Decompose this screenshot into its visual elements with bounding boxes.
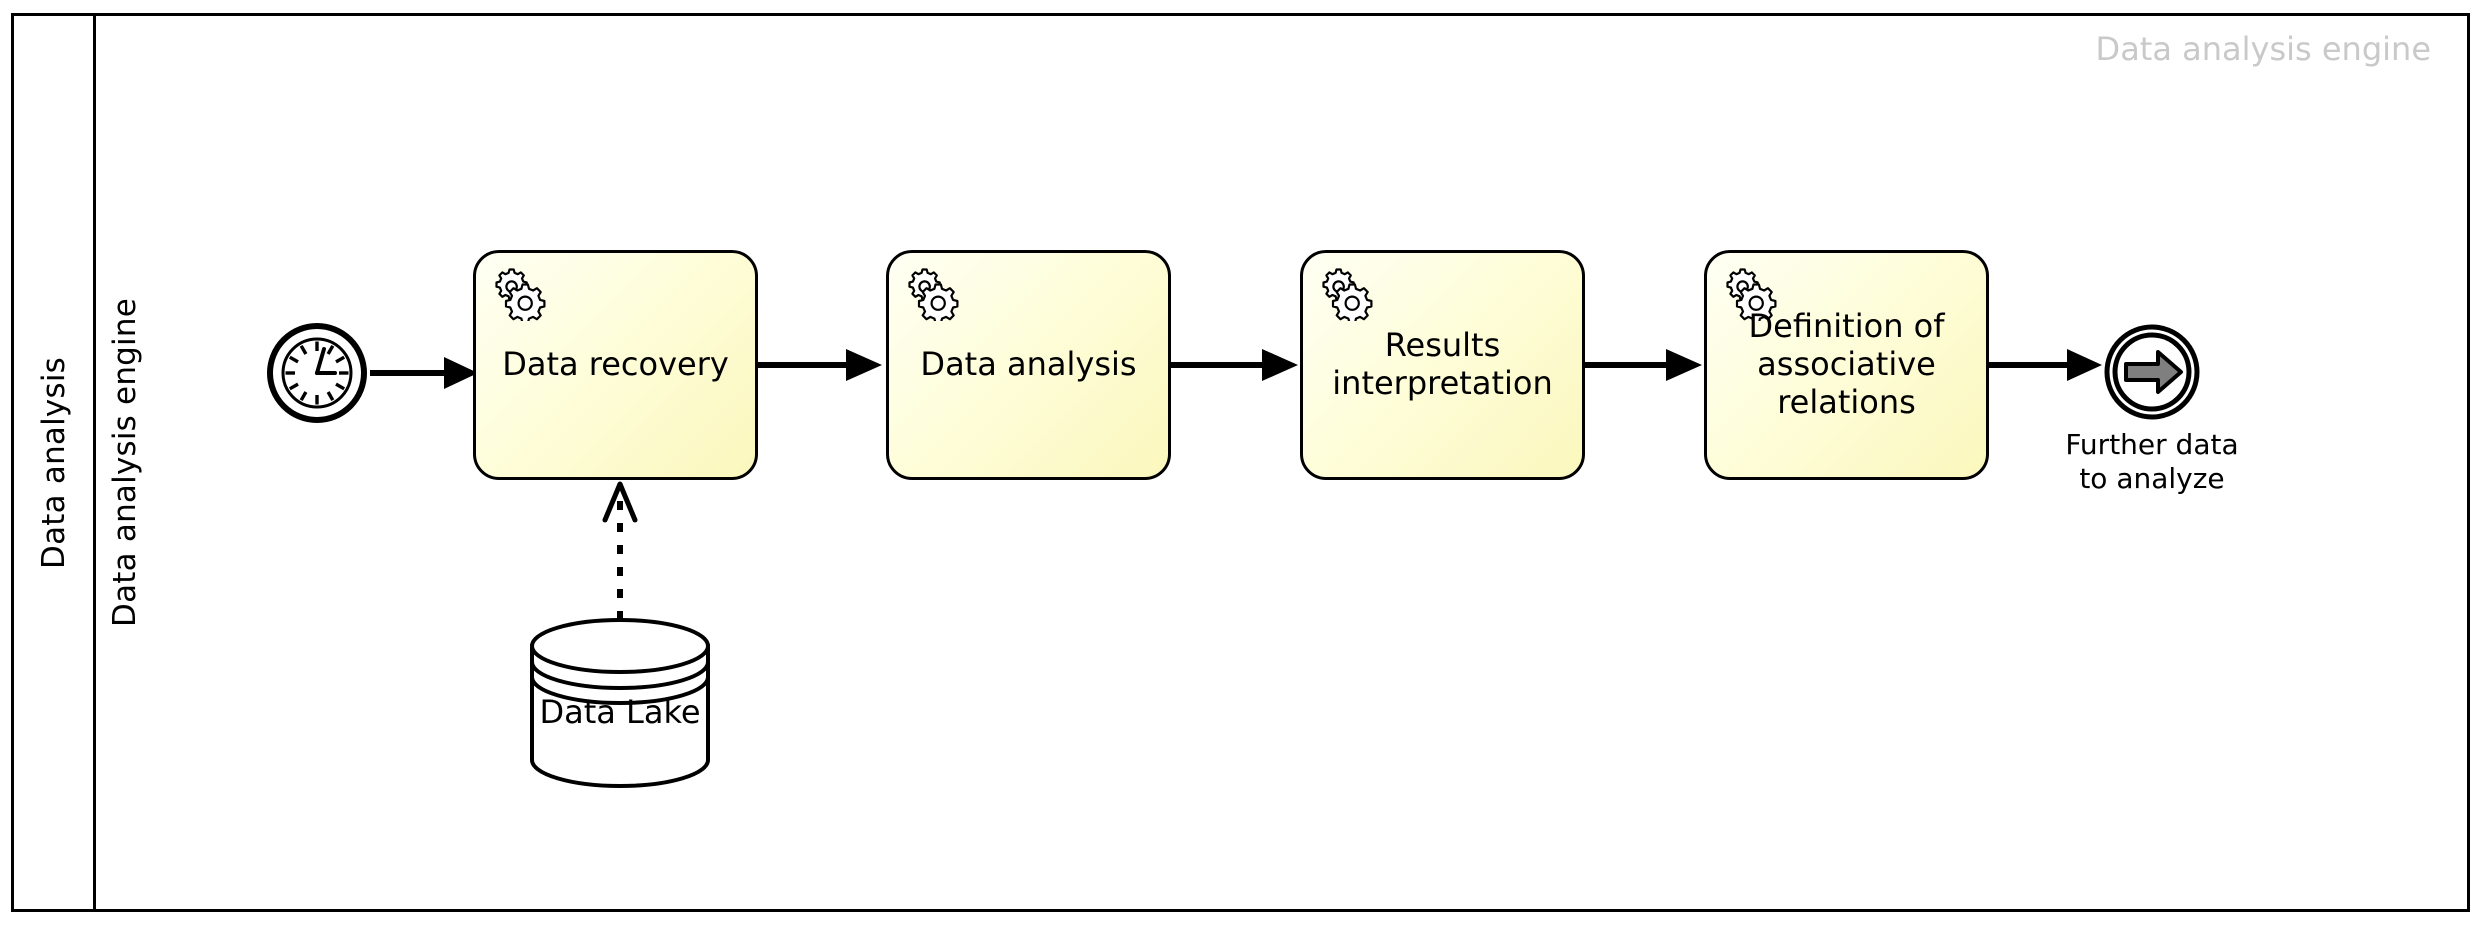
data-store-label: Data Lake	[539, 693, 701, 731]
cylinder-icon	[530, 618, 710, 788]
task-data-recovery[interactable]: Data recovery	[473, 250, 758, 480]
task-label: Data analysis	[920, 345, 1137, 384]
task-data-analysis[interactable]: Data analysis	[886, 250, 1171, 480]
clock-icon	[267, 323, 367, 423]
link-arrow-icon	[2104, 324, 2200, 420]
data-store-data-lake[interactable]	[528, 618, 712, 788]
pool-header: Data analysis	[14, 16, 96, 909]
task-results-interpretation[interactable]: Results interpretation	[1300, 250, 1585, 480]
sequence-flow-task1-to-task2	[758, 345, 886, 385]
lane-data-analysis-engine: Data analysis engine Data analysis engin…	[96, 16, 2467, 909]
task-label: Data recovery	[502, 345, 729, 384]
sequence-flow-task4-to-end	[1989, 345, 2111, 385]
task-label: Definition of associative relations	[1748, 307, 1945, 421]
pool-title: Data analysis	[35, 356, 72, 569]
lane-watermark-label: Data analysis engine	[2095, 30, 2431, 68]
end-event-further-data-to-analyze[interactable]	[2100, 320, 2204, 424]
pool-data-analysis: Data analysis Data analysis engine Data …	[11, 13, 2470, 912]
gears-icon	[908, 268, 959, 321]
task-label: Results interpretation	[1332, 326, 1553, 402]
data-association-datalake-to-task1	[590, 478, 650, 622]
task-definition-of-associative-relations[interactable]: Definition of associative relations	[1704, 250, 1989, 480]
sequence-flow-start-to-task1	[370, 353, 480, 393]
end-event-label: Further data to analyze	[2065, 428, 2239, 495]
timer-start-event[interactable]	[262, 318, 372, 428]
lane-header: Data analysis engine	[96, 16, 154, 909]
lane-title: Data analysis engine	[107, 298, 143, 627]
gears-icon	[495, 268, 546, 321]
gears-icon	[1322, 268, 1373, 321]
sequence-flow-task2-to-task3	[1171, 345, 1303, 385]
sequence-flow-task3-to-task4	[1585, 345, 1707, 385]
gears-icon	[1726, 268, 1777, 321]
